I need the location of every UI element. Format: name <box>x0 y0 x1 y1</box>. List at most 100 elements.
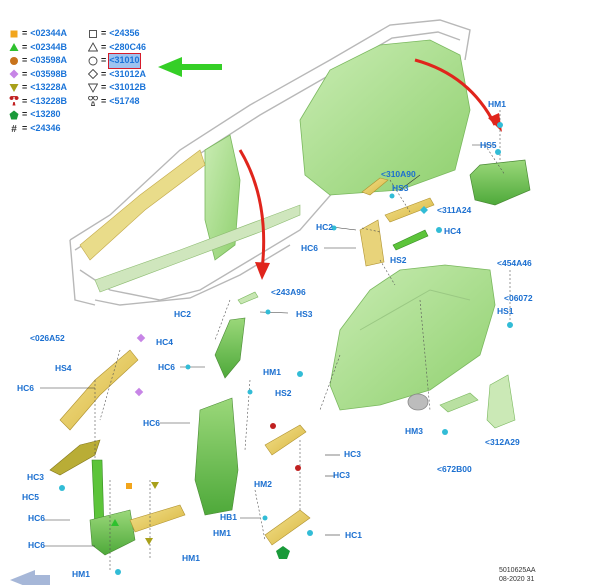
label-hm3: HM3 <box>405 426 423 436</box>
label-hm1-left: HM1 <box>72 569 90 579</box>
label-hc1: HC1 <box>345 530 363 540</box>
label-310a90: <310A90 <box>381 169 416 179</box>
a-pillar-upper <box>59 349 139 431</box>
legend-left-row: =<02344A <box>8 27 67 41</box>
bracket-yellow-top <box>361 177 389 196</box>
bracket-gray-small <box>237 291 259 305</box>
legend-left-row: =<02344B <box>8 41 67 55</box>
hash-symbol-icon: # <box>8 123 19 134</box>
label-454a46: <454A46 <box>497 258 532 268</box>
label-243a96: <243A96 <box>271 287 306 297</box>
label-311a24: <311A24 <box>437 205 472 215</box>
label-hc2-mid: HC2 <box>316 222 334 232</box>
legend-part-code: <03598A <box>30 55 68 65</box>
legend-left: =<02344A=<02344B=<03598A=<03598B=<13228A… <box>8 27 67 135</box>
label-hc2-left: HC2 <box>174 309 192 319</box>
leader-lines <box>94 110 511 570</box>
a-pillar-lower <box>49 439 101 476</box>
legend-equals: = <box>22 82 28 92</box>
triangle-outline-symbol-icon <box>87 42 98 53</box>
label-hs3-left: HS3 <box>296 309 313 319</box>
legend-right-row: =<51748 <box>87 95 146 109</box>
square-outline-symbol-icon <box>87 28 98 39</box>
label-hs2-left: HS2 <box>275 388 292 398</box>
legend-equals: = <box>101 82 107 92</box>
square-symbol-icon <box>8 28 19 39</box>
bracket-gold-left <box>359 219 385 267</box>
label-hc6-pillar: HC6 <box>143 418 161 428</box>
quarter-panel-trim <box>299 39 471 196</box>
label-hm1-bot2: HM1 <box>182 553 200 563</box>
label-312a29: <312A29 <box>485 437 520 447</box>
a-pillar-trim <box>79 149 206 261</box>
legend-right-row: =<31012B <box>87 81 146 95</box>
drawing-reference: 5010625AA 08-2020 31 <box>499 566 536 584</box>
small-clip-green <box>392 229 429 251</box>
legend-part-code: <31010 <box>108 53 141 69</box>
legend-part-code: <24346 <box>30 122 61 133</box>
upper-rear-trim <box>469 159 531 206</box>
front-sill-left <box>89 509 136 556</box>
legend-right: =<24356=<280C46=<31010=<31012A=<31012B=<… <box>87 27 146 108</box>
label-hm1-top: HM1 <box>488 99 506 109</box>
label-hc4-left: HC4 <box>156 337 174 347</box>
legend-equals: = <box>22 95 28 106</box>
legend-part-code: <31012A <box>109 68 147 79</box>
label-hs4: HS4 <box>55 363 72 373</box>
label-hc3-b: HC3 <box>333 470 351 480</box>
green-pointer-arrow <box>158 57 222 77</box>
legend-right-row: =<280C46 <box>87 41 146 55</box>
sill-trim <box>94 204 301 293</box>
scuff-plate-rear-lower <box>264 509 311 546</box>
reference-date: 08-2020 31 <box>499 576 535 583</box>
legend-equals: = <box>101 28 107 38</box>
legend-equals: = <box>22 28 28 38</box>
legend-right-row: =<31010 <box>87 53 146 69</box>
legend-left-row: =<03598A <box>8 54 67 68</box>
legend-right-row: =<24356 <box>87 27 146 41</box>
label-hc6-l3: HC6 <box>28 513 46 523</box>
legend-equals: = <box>101 41 107 52</box>
label-06072: <06072 <box>504 293 533 303</box>
legend-part-code: <51748 <box>109 95 140 106</box>
legend-equals: = <box>22 41 28 52</box>
speaker-grille <box>407 393 429 411</box>
label-hc3-c: HC3 <box>27 472 45 482</box>
legend-part-code: <02344A <box>30 28 68 38</box>
front-direction-arrow <box>10 570 50 585</box>
legend-left-row: =<13228A <box>8 81 67 95</box>
label-hc6-left2: HC6 <box>17 383 35 393</box>
legend-equals: = <box>101 55 107 65</box>
legend-left-row: =<13280 <box>8 108 67 122</box>
pentagon-symbol-icon <box>8 109 19 120</box>
label-hm2: HM2 <box>254 479 272 489</box>
label-hs5: HS5 <box>480 140 497 150</box>
legend-equals: = <box>101 95 107 106</box>
red-arrow-right <box>414 58 497 126</box>
label-672b00: <672B00 <box>437 464 472 474</box>
legend-equals: = <box>101 68 107 79</box>
triangle-down-outline-symbol-icon <box>87 82 98 93</box>
legend-left-row: =<13228B <box>8 95 67 109</box>
legend-part-code: <13228A <box>30 82 68 92</box>
cover-panel-small <box>439 392 479 413</box>
legend-part-code: <24356 <box>109 28 140 38</box>
triangle-down-symbol-icon <box>8 82 19 93</box>
diamond-outline-symbol-icon <box>87 69 98 80</box>
legend-left-row: =<03598B <box>8 68 67 82</box>
circle-symbol-icon <box>8 55 19 66</box>
red-arrow-down <box>238 149 266 271</box>
legend-part-code: <13228B <box>30 95 68 106</box>
b-pillar-lower <box>194 397 239 516</box>
label-hs3-top: HS3 <box>392 183 409 193</box>
label-hc5: HC5 <box>22 492 40 502</box>
b-pillar-upper <box>214 317 246 379</box>
legend-part-code: <31012B <box>109 82 147 92</box>
club-symbol-icon <box>8 96 19 107</box>
legend-left-row: #=<24346 <box>8 122 67 136</box>
legend-part-code: <02344B <box>30 41 68 52</box>
luggage-compartment-trim <box>329 264 496 411</box>
reference-code: 5010625AA <box>499 567 536 574</box>
